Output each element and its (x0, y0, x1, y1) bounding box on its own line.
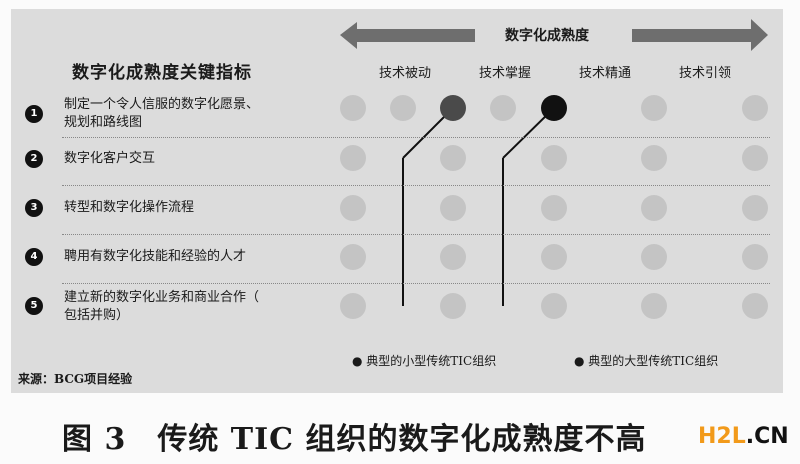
empty-dot (440, 293, 466, 319)
empty-dot (340, 195, 366, 221)
empty-dot (641, 293, 667, 319)
row-divider (62, 234, 770, 235)
empty-dot (541, 244, 567, 270)
diagram-title: 数字化成熟度关键指标 (72, 63, 252, 83)
empty-dot (742, 244, 768, 270)
row-label: 建立新的数字化业务和商业合作（ 包括并购） (64, 289, 259, 325)
empty-dot (440, 195, 466, 221)
row-divider (62, 185, 770, 186)
empty-dot (641, 244, 667, 270)
column-label: 技术掌握 (478, 66, 532, 81)
empty-dot (742, 145, 768, 171)
empty-dot (742, 95, 768, 121)
empty-dot (541, 293, 567, 319)
small-org-dot (440, 95, 466, 121)
empty-dot (340, 95, 366, 121)
row-label-line: 包括并购） (64, 308, 130, 323)
empty-dot (541, 145, 567, 171)
row-label: 数字化客户交互 (64, 151, 156, 166)
column-label: 技术精通 (578, 66, 632, 81)
axis-label: 数字化成熟度 (505, 28, 589, 44)
row-label: 聘用有数字化技能和经验的人才 (64, 249, 247, 264)
row-label: 转型和数字化操作流程 (64, 200, 195, 215)
row-label: 制定一个令人信服的数字化愿景、规划和路线图 (64, 96, 259, 132)
column-label: 技术被动 (378, 66, 432, 81)
source-note: 来源：BCG项目经验 (18, 372, 133, 386)
row-number-badge: 1 (25, 105, 43, 123)
row-label-line: 建立新的数字化业务和商业合作（ (64, 290, 260, 305)
row-number-badge: 3 (25, 199, 43, 217)
row-number-badge: 2 (25, 150, 43, 168)
empty-dot (641, 145, 667, 171)
row-label-line: 制定一个令人信服的数字化愿景、 (64, 97, 260, 112)
row-divider (62, 137, 770, 138)
empty-dot (340, 244, 366, 270)
legend-large: ● 典型的大型传统TIC组织 (574, 354, 719, 368)
empty-dot (440, 244, 466, 270)
empty-dot (490, 95, 516, 121)
row-divider (62, 283, 770, 284)
watermark: H2L.CN (698, 424, 789, 449)
empty-dot (340, 293, 366, 319)
empty-dot (641, 95, 667, 121)
legend-small: ● 典型的小型传统TIC组织 (352, 354, 497, 368)
empty-dot (742, 195, 768, 221)
empty-dot (541, 195, 567, 221)
empty-dot (340, 145, 366, 171)
empty-dot (641, 195, 667, 221)
column-label: 技术引领 (678, 66, 732, 81)
row-label-line: 规划和路线图 (64, 115, 143, 130)
large-org-dot (541, 95, 567, 121)
empty-dot (742, 293, 768, 319)
row-number-badge: 4 (25, 248, 43, 266)
empty-dot (390, 95, 416, 121)
figure-caption: 图 3 传统 TIC 组织的数字化成熟度不高 (62, 422, 647, 457)
row-number-badge: 5 (25, 297, 43, 315)
right-arrow-icon (632, 19, 768, 51)
left-arrow-icon (340, 22, 475, 49)
empty-dot (440, 145, 466, 171)
